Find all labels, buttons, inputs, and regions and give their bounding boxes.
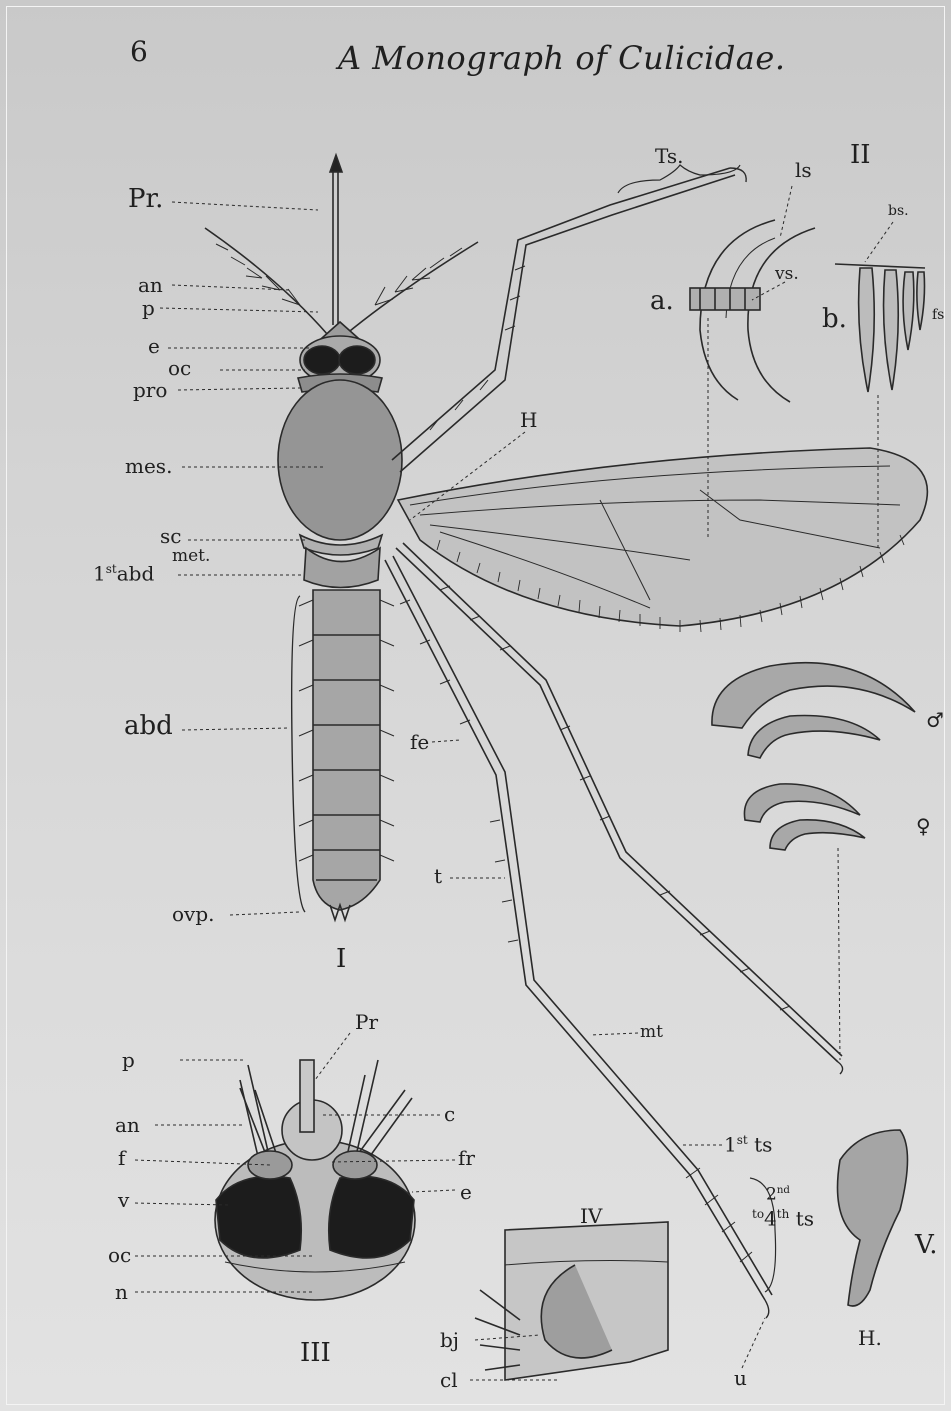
label-iii-palp: p bbox=[122, 1050, 135, 1070]
thorax-drawing bbox=[278, 380, 402, 588]
figure-iv-numeral: IV bbox=[580, 1206, 602, 1226]
label-v-halter: H. bbox=[858, 1328, 882, 1348]
scales-b-drawing bbox=[835, 264, 925, 392]
label-iii-antenna: an bbox=[115, 1115, 140, 1135]
figure-ii-numeral: II bbox=[850, 142, 871, 168]
wing-drawing bbox=[398, 448, 927, 632]
label-prothorax: pro bbox=[133, 380, 167, 400]
label-second-tarsal: 2nd bbox=[766, 1186, 790, 1204]
label-iii-frons: fr bbox=[458, 1148, 475, 1168]
label-abdomen: abd bbox=[124, 713, 173, 739]
label-first-abdominal: 1stabd bbox=[93, 563, 154, 584]
label-femur: fe bbox=[410, 732, 429, 752]
label-metatarsus: mt bbox=[640, 1024, 663, 1041]
figure-v-numeral: V. bbox=[915, 1232, 938, 1258]
label-tarsus-group: Ts. bbox=[655, 146, 684, 166]
fig-v-drawing bbox=[838, 1130, 908, 1306]
label-ovipositor: ovp. bbox=[172, 904, 215, 924]
label-mesothorax: mes. bbox=[125, 456, 172, 476]
page-number: 6 bbox=[130, 38, 148, 66]
label-scutellum: sc bbox=[160, 526, 181, 546]
scales-a-drawing bbox=[690, 220, 815, 402]
label-median-scale: vs. bbox=[775, 266, 799, 283]
label-scale-b: b. bbox=[822, 306, 847, 332]
figure-i-numeral: I bbox=[336, 946, 346, 972]
label-fourth-tarsal: to4th ts bbox=[752, 1208, 814, 1229]
label-metathorax: met. bbox=[172, 548, 210, 565]
label-palp: p bbox=[142, 298, 155, 318]
label-ungues: u bbox=[734, 1368, 747, 1388]
label-tibia: t bbox=[434, 866, 442, 886]
label-iii-f: f bbox=[118, 1148, 125, 1168]
label-iii-clypeus: c bbox=[444, 1104, 455, 1124]
label-antenna: an bbox=[138, 275, 163, 295]
figure-iii-numeral: III bbox=[300, 1340, 331, 1366]
antennae-drawing bbox=[205, 228, 478, 335]
abdomen-drawing bbox=[292, 590, 394, 920]
foreleg-drawing bbox=[392, 165, 746, 472]
proboscis-drawing bbox=[330, 155, 342, 325]
fig-iv-drawing bbox=[475, 1222, 668, 1380]
label-ocellus: oc bbox=[168, 358, 191, 378]
head-front-drawing bbox=[215, 1060, 415, 1300]
male-symbol: ♂ bbox=[926, 710, 944, 730]
label-iii-vertex: v bbox=[118, 1190, 129, 1210]
label-iv-bj: bj bbox=[440, 1330, 459, 1350]
label-iii-eye: e bbox=[460, 1182, 472, 1202]
label-iii-nape: n bbox=[115, 1282, 128, 1302]
label-lateral-scale: ls bbox=[795, 160, 812, 180]
label-fringe-scale: fs bbox=[932, 308, 944, 322]
label-halter: H bbox=[520, 410, 537, 430]
label-iii-occiput: oc bbox=[108, 1245, 131, 1265]
label-iii-proboscis: Pr bbox=[355, 1012, 378, 1032]
label-eye: e bbox=[148, 336, 160, 356]
label-base-scale: bs. bbox=[888, 204, 909, 218]
label-iv-cl: cl bbox=[440, 1370, 458, 1390]
label-first-tarsal: 1st ts bbox=[724, 1134, 772, 1155]
midleg-drawing bbox=[396, 543, 843, 1074]
running-title: A Monograph of Culicidae. bbox=[338, 42, 785, 74]
label-scale-a: a. bbox=[650, 288, 674, 314]
label-proboscis: Pr. bbox=[128, 186, 163, 212]
claws-drawing bbox=[712, 663, 915, 850]
female-symbol: ♀ bbox=[916, 816, 931, 836]
